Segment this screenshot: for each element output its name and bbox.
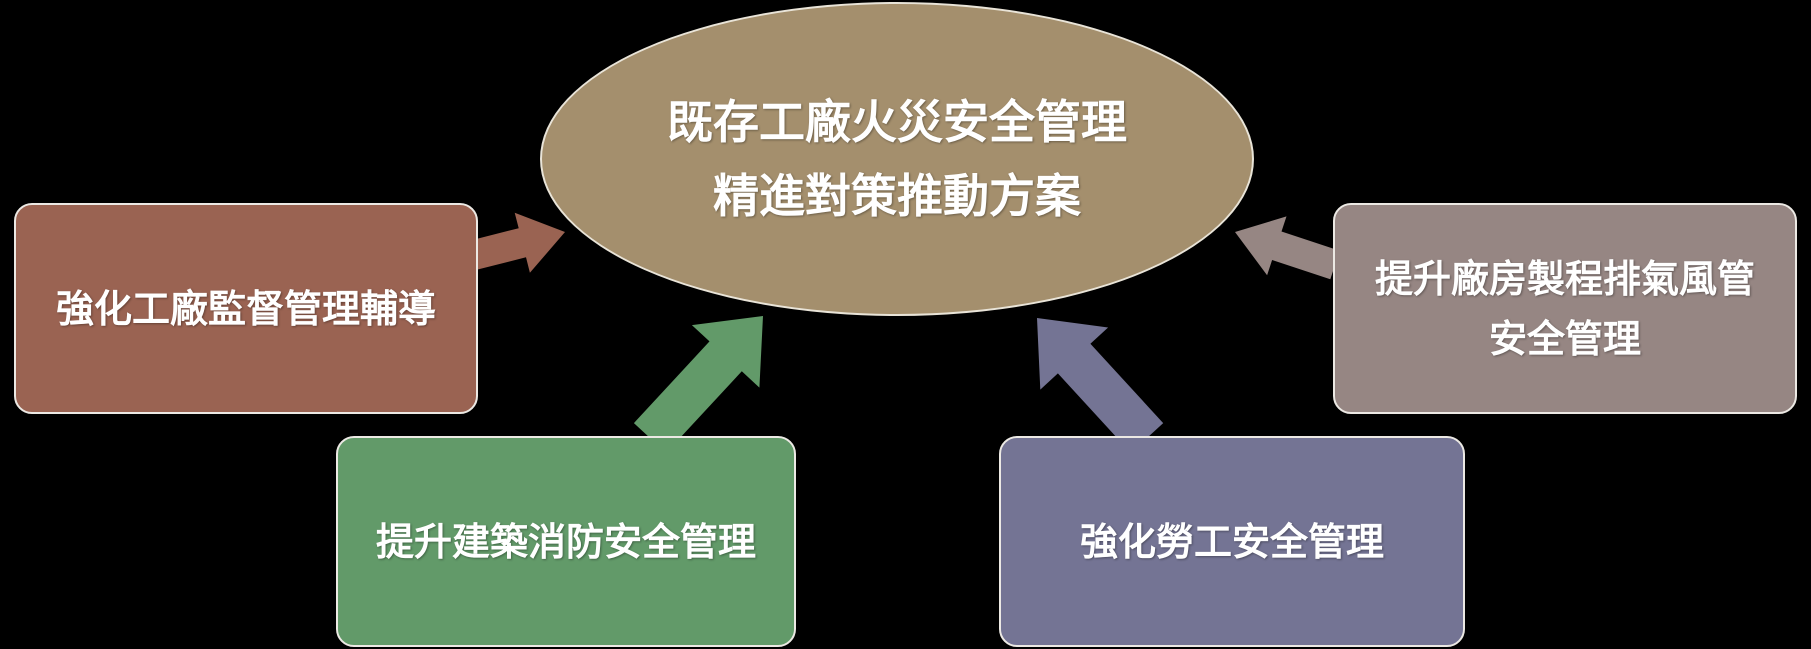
box-exhaust-duct-safety-line-2: 安全管理	[1488, 316, 1641, 361]
box-factory-supervision: 強化工廠監督管理輔導	[14, 203, 478, 414]
box-labor-safety-label: 強化勞工安全管理	[1079, 519, 1384, 564]
center-title-line-2: 精進對策推動方案	[713, 169, 1081, 223]
box-exhaust-duct-safety: 提升廠房製程排氣風管 安全管理	[1333, 203, 1797, 414]
arrow-bottom-left-to-center	[633, 316, 763, 453]
box-exhaust-duct-safety-line-1: 提升廠房製程排氣風管	[1374, 256, 1755, 301]
arrow-bottom-right-to-center	[1037, 318, 1164, 453]
box-factory-supervision-label: 強化工廠監督管理輔導	[55, 286, 436, 331]
center-title-line-1: 既存工廠火災安全管理	[667, 95, 1127, 149]
arrow-left-to-center	[470, 212, 565, 273]
box-labor-safety: 強化勞工安全管理	[999, 436, 1465, 647]
center-ellipse: 既存工廠火災安全管理 精進對策推動方案	[540, 2, 1254, 316]
box-building-fire-safety: 提升建築消防安全管理	[336, 436, 796, 647]
box-building-fire-safety-label: 提升建築消防安全管理	[375, 519, 756, 564]
arrow-right-to-center	[1235, 216, 1340, 280]
